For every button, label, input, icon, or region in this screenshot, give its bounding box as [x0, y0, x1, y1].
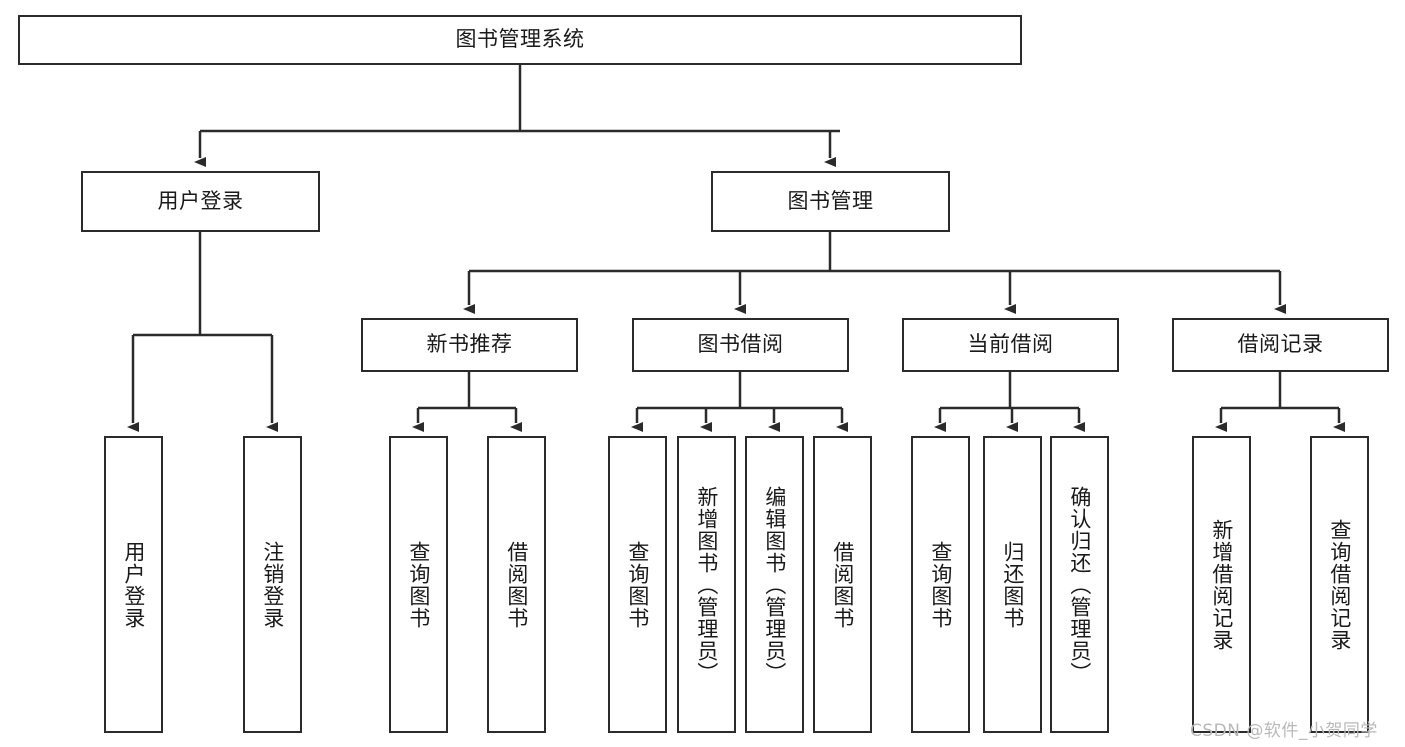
node-leaf-borrow-book-1-label: 借阅图书: [504, 540, 529, 629]
edges-newbookrec-to-leaves: [412, 372, 522, 432]
node-leaf-query-book-3-label: 查询图书: [928, 540, 953, 629]
node-leaf-return-book-label: 归还图书: [1000, 540, 1025, 629]
node-leaf-user-logout-label: 注销登录: [260, 540, 285, 629]
node-leaf-add-record-label: 新增借阅记录: [1209, 518, 1234, 651]
node-leaf-query-book-3[interactable]: 查询图书: [911, 436, 970, 733]
edges-bookmanage-to-level3: [463, 232, 1286, 314]
node-leaf-user-login-label: 用户登录: [121, 540, 146, 629]
edges-userlogin-to-leaves: [127, 232, 278, 432]
node-root[interactable]: 图书管理系统: [18, 15, 1022, 65]
edges-bookborrow-to-leaves: [631, 372, 848, 432]
node-current-borrow[interactable]: 当前借阅: [902, 318, 1119, 372]
node-book-manage-label: 图书管理: [787, 188, 874, 213]
node-book-borrow-label: 图书借阅: [697, 332, 784, 357]
node-leaf-return-book[interactable]: 归还图书: [983, 436, 1042, 733]
node-borrow-record-label: 借阅记录: [1237, 332, 1324, 357]
edges-currentborrow-to-leaves: [934, 372, 1085, 432]
node-leaf-edit-book[interactable]: 编辑图书（管理员）: [745, 436, 804, 733]
edges-root-to-level2: [194, 65, 840, 167]
watermark: CSDN @软件_小贺同学: [1190, 721, 1378, 741]
node-leaf-borrow-book-1[interactable]: 借阅图书: [487, 436, 546, 733]
node-leaf-query-record[interactable]: 查询借阅记录: [1310, 436, 1369, 733]
node-book-manage[interactable]: 图书管理: [711, 171, 950, 232]
node-leaf-borrow-book-2[interactable]: 借阅图书: [813, 436, 872, 733]
node-leaf-user-logout[interactable]: 注销登录: [243, 436, 302, 733]
node-current-borrow-label: 当前借阅: [967, 332, 1054, 357]
node-leaf-add-book[interactable]: 新增图书（管理员）: [677, 436, 736, 733]
node-leaf-edit-book-label: 编辑图书（管理员）: [762, 485, 787, 684]
node-leaf-add-record[interactable]: 新增借阅记录: [1192, 436, 1251, 733]
node-borrow-record[interactable]: 借阅记录: [1172, 318, 1389, 372]
node-leaf-query-record-label: 查询借阅记录: [1327, 518, 1352, 651]
node-user-login-label: 用户登录: [157, 188, 244, 213]
node-leaf-query-book-2-label: 查询图书: [625, 540, 650, 629]
node-leaf-query-book-1-label: 查询图书: [406, 540, 431, 629]
node-leaf-add-book-label: 新增图书（管理员）: [694, 485, 719, 684]
node-leaf-query-book-1[interactable]: 查询图书: [389, 436, 448, 733]
node-new-book-rec-label: 新书推荐: [426, 332, 513, 357]
node-user-login[interactable]: 用户登录: [81, 171, 320, 232]
node-book-borrow[interactable]: 图书借阅: [632, 318, 849, 372]
node-leaf-user-login[interactable]: 用户登录: [104, 436, 163, 733]
node-leaf-borrow-book-2-label: 借阅图书: [830, 540, 855, 629]
node-new-book-rec[interactable]: 新书推荐: [361, 318, 578, 372]
node-leaf-confirm-return[interactable]: 确认归还（管理员）: [1050, 436, 1109, 733]
node-root-label: 图书管理系统: [455, 27, 585, 52]
node-leaf-query-book-2[interactable]: 查询图书: [608, 436, 667, 733]
edges-borrowrecord-to-leaves: [1215, 372, 1345, 432]
node-leaf-confirm-return-label: 确认归还（管理员）: [1067, 485, 1092, 684]
